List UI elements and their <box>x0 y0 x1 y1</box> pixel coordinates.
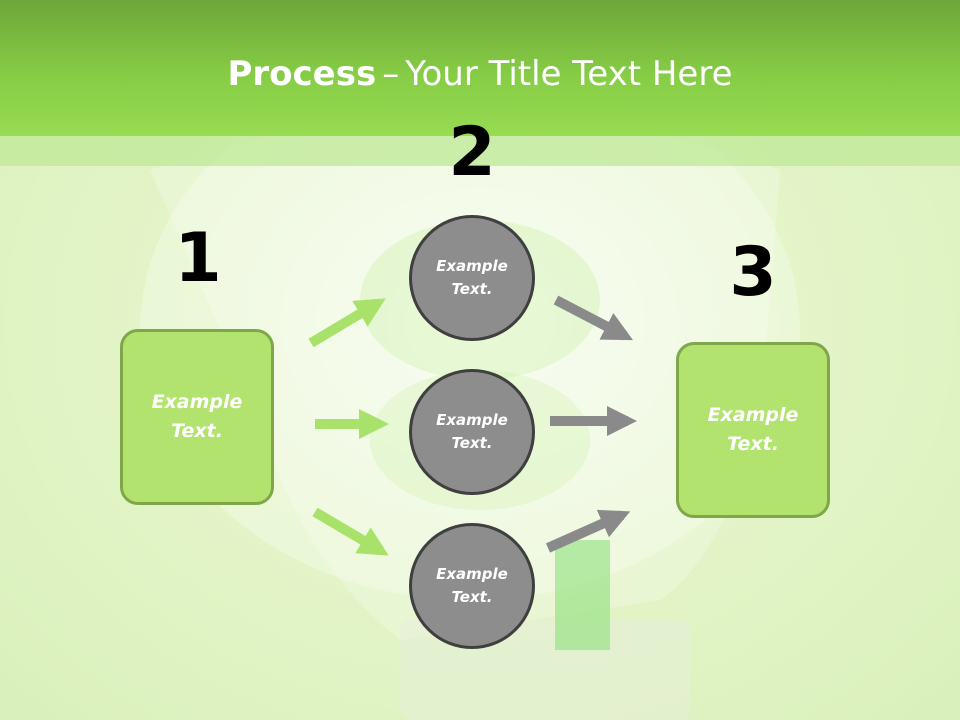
title-bold: Process <box>227 54 377 94</box>
arrow-gray-down <box>553 295 633 341</box>
circle-text-line1: Example <box>436 565 508 583</box>
circle-text-line2: Text. <box>451 588 493 606</box>
step2-circle-bottom: Example Text. <box>409 523 535 649</box>
step1-text-line2: Text. <box>171 420 223 442</box>
step3-text-line1: Example <box>707 404 799 426</box>
title-header-bar <box>0 0 960 136</box>
step3-box: Example Text. <box>676 342 830 518</box>
step3-text-line2: Text. <box>727 433 779 455</box>
arrow-green-up <box>308 298 386 348</box>
title-rest: Your Title Text Here <box>405 54 733 94</box>
arrow-green-down <box>312 507 389 556</box>
step-number-3: 3 <box>729 233 777 312</box>
circle-text-line1: Example <box>436 411 508 429</box>
arrow-gray-up <box>545 509 631 553</box>
title-separator: – <box>382 54 400 94</box>
step1-text-line1: Example <box>151 391 243 413</box>
step-number-1: 1 <box>174 219 222 298</box>
step2-circle-top: Example Text. <box>409 215 535 341</box>
circle-text-line2: Text. <box>451 434 493 452</box>
circle-text-line1: Example <box>436 257 508 275</box>
step1-box: Example Text. <box>120 329 274 505</box>
header-band <box>0 136 960 166</box>
circle-text-line2: Text. <box>451 280 493 298</box>
step-number-2: 2 <box>448 113 496 192</box>
step2-circle-middle: Example Text. <box>409 369 535 495</box>
slide-title: Process–Your Title Text Here <box>0 52 960 96</box>
